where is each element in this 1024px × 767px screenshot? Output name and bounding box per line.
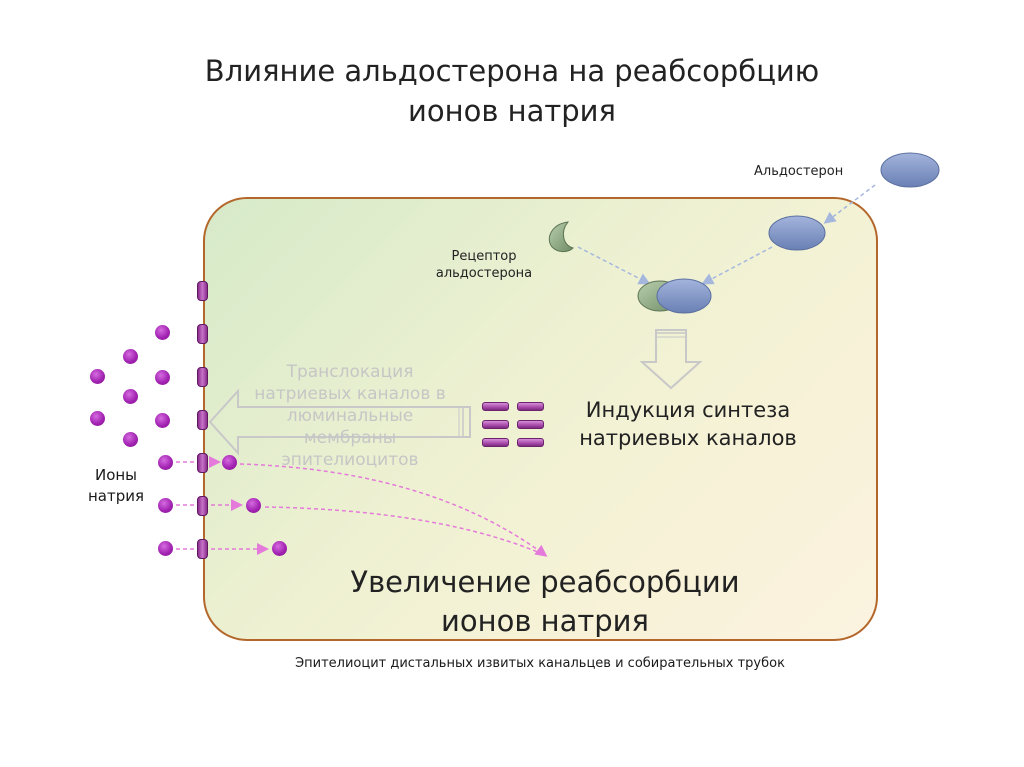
down-arrow: [639, 329, 703, 390]
induction-label-line-1: Индукция синтеза: [585, 398, 791, 422]
slide-title-line-1: Влияние альдостерона на реабсорбцию: [204, 54, 820, 88]
sodium-ion: [155, 413, 170, 428]
translocation-label-line-2: натриевых каналов в: [254, 384, 446, 404]
slide-title-line-2: ионов натрия: [408, 94, 616, 128]
sodium-ion: [123, 389, 138, 404]
sodium-channel: [197, 496, 208, 516]
sodium-channel: [197, 367, 208, 387]
increase-label-line-1: Увеличение реабсорбции: [350, 565, 740, 599]
sodium-ion: [123, 349, 138, 364]
aldosterone-entry-arrow: [823, 184, 876, 224]
sodium-channel: [197, 453, 208, 473]
sodium-ion: [272, 541, 287, 556]
sodium-channel: [197, 410, 208, 430]
translocation-arrow: [208, 388, 471, 456]
sodium-channel: [197, 539, 208, 559]
translocation-label-line-1: Транслокация: [286, 362, 414, 382]
sodium-ion: [158, 498, 173, 513]
increase-label-line-2: ионов натрия: [441, 604, 649, 638]
ions-label-line-1: Ионы: [94, 466, 138, 484]
sodium-ion: [246, 498, 261, 513]
aldosterone-label: Альдостерон: [754, 164, 844, 179]
receptor-crescent: [548, 221, 574, 253]
new-channel-disk: [517, 420, 544, 429]
translocation-label-line-3: люминальные: [286, 406, 414, 426]
new-channel-disk: [482, 402, 509, 411]
cell-caption: Эпителиоцит дистальных извитых канальцев…: [295, 656, 785, 671]
epithelial-cell: [203, 197, 878, 641]
induction-label-line-2: натриевых каналов: [579, 426, 797, 450]
receptor-label-line-1: Рецептор: [451, 249, 517, 264]
sodium-ion: [155, 325, 170, 340]
sodium-channel: [197, 324, 208, 344]
sodium-ion: [123, 432, 138, 447]
new-channel-disk: [482, 420, 509, 429]
sodium-ion: [222, 455, 237, 470]
new-channel-disk: [482, 438, 509, 447]
aldosterone-molecule-inside: [768, 215, 826, 251]
new-channel-disk: [517, 438, 544, 447]
sodium-ion: [158, 541, 173, 556]
aldosterone-to-complex-arrow: [701, 246, 773, 285]
sodium-ion: [90, 369, 105, 384]
sodium-ion: [155, 370, 170, 385]
sodium-channel: [197, 281, 208, 301]
new-channel-disk: [517, 402, 544, 411]
receptor-to-complex-arrow: [577, 246, 651, 285]
translocation-label-line-5: эпителиоцитов: [281, 450, 419, 470]
ion-flow-arrow-1: [239, 463, 548, 557]
receptor-label-line-2: альдостерона: [435, 266, 533, 281]
aldosterone-molecule-outside: [880, 152, 940, 188]
sodium-ion: [158, 455, 173, 470]
receptor-complex-aldosterone: [656, 278, 712, 314]
translocation-label-line-4: мембраны: [303, 428, 397, 448]
ions-label-line-2: натрия: [87, 487, 145, 505]
sodium-ion: [90, 411, 105, 426]
ion-flow-arrow-2: [264, 506, 546, 556]
